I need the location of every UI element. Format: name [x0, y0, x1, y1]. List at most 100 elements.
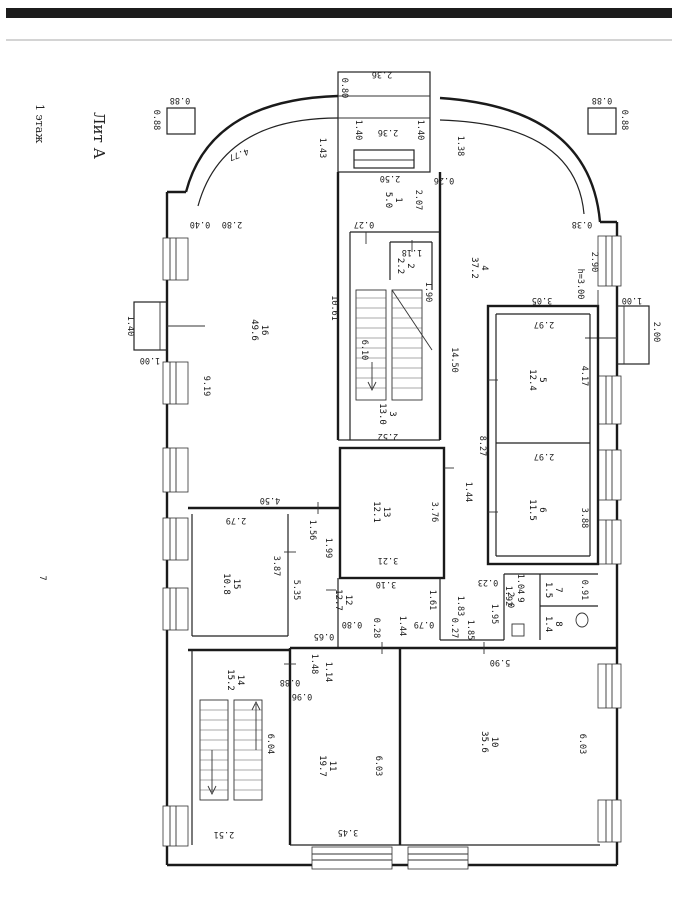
svg-text:0.26: 0.26 — [434, 175, 454, 185]
svg-text:0.28: 0.28 — [371, 618, 381, 638]
room-label-8: 8 1.4 — [543, 616, 563, 632]
svg-text:8: 8 — [553, 621, 563, 626]
svg-text:2.0: 2.0 — [505, 592, 515, 608]
svg-text:2.36: 2.36 — [372, 69, 392, 79]
svg-text:6.03: 6.03 — [577, 734, 587, 754]
svg-text:1.40: 1.40 — [125, 316, 135, 336]
room-label-3: 3 13.0 — [377, 403, 397, 425]
svg-text:6.04: 6.04 — [265, 734, 275, 754]
svg-text:2.36: 2.36 — [378, 127, 398, 137]
svg-text:1.38: 1.38 — [455, 136, 465, 156]
windows-left-wall — [162, 237, 189, 847]
svg-text:3.88: 3.88 — [579, 508, 589, 528]
left-bay-window — [133, 301, 205, 351]
room-label-9: 9 2.0 — [505, 592, 525, 608]
svg-text:0.38: 0.38 — [572, 219, 592, 229]
svg-text:12.4: 12.4 — [527, 369, 537, 391]
svg-text:1.48: 1.48 — [309, 654, 319, 674]
svg-text:2.2: 2.2 — [395, 258, 405, 274]
svg-text:2.97: 2.97 — [534, 451, 554, 461]
svg-text:9.19: 9.19 — [201, 376, 211, 396]
svg-text:37.2: 37.2 — [469, 257, 479, 279]
room-label-7: 7 1.5 — [543, 582, 563, 598]
dimension-labels: 2.36 0.80 1.40 2.36 1.40 0.88 0.88 0.88 … — [125, 69, 661, 839]
svg-text:1.56: 1.56 — [307, 520, 317, 540]
room-label-10: 10 35.6 — [479, 731, 499, 753]
svg-text:49.6: 49.6 — [249, 319, 259, 341]
svg-text:10.8: 10.8 — [221, 573, 231, 595]
svg-text:3.45: 3.45 — [338, 827, 358, 837]
svg-text:14: 14 — [235, 675, 245, 686]
svg-text:6: 6 — [537, 507, 547, 512]
room-label-2: 2 2.2 — [395, 258, 415, 274]
svg-text:1.40: 1.40 — [353, 120, 363, 140]
svg-text:19.7: 19.7 — [317, 755, 327, 777]
pillar-left — [166, 107, 196, 135]
svg-text:1.00: 1.00 — [622, 295, 642, 305]
svg-text:3.76: 3.76 — [429, 502, 439, 522]
svg-text:13: 13 — [381, 507, 391, 518]
svg-text:h=3.00: h=3.00 — [575, 269, 585, 300]
svg-text:11: 11 — [327, 761, 337, 772]
svg-text:2.51: 2.51 — [214, 829, 234, 839]
windows-bottom-wall — [311, 846, 469, 870]
room-label-11: 11 19.7 — [317, 755, 337, 777]
svg-text:16: 16 — [259, 325, 269, 336]
toilet-icon — [511, 612, 589, 637]
svg-text:2: 2 — [405, 263, 415, 268]
svg-text:0.27: 0.27 — [354, 219, 374, 229]
interior-walls — [188, 172, 617, 846]
svg-text:2.80: 2.80 — [222, 219, 242, 229]
room-label-5: 5 12.4 — [527, 369, 547, 391]
svg-text:1.00: 1.00 — [140, 355, 160, 365]
svg-text:3.21: 3.21 — [378, 555, 398, 565]
room-label-14: 14 15.2 — [225, 669, 245, 691]
svg-text:1.61: 1.61 — [427, 590, 437, 610]
svg-text:1.04: 1.04 — [515, 574, 525, 594]
floor-label: 1 этаж — [33, 104, 46, 143]
svg-text:2.00: 2.00 — [651, 322, 661, 342]
svg-text:0.27: 0.27 — [449, 618, 459, 638]
svg-text:35.6: 35.6 — [479, 731, 489, 753]
room-label-15: 15 10.8 — [221, 573, 241, 595]
svg-text:10: 10 — [489, 737, 499, 748]
svg-text:6.10: 6.10 — [359, 340, 369, 360]
svg-text:14.50: 14.50 — [449, 347, 459, 373]
letter-label: Лит А — [90, 112, 108, 160]
svg-text:1.5: 1.5 — [543, 582, 553, 598]
svg-text:4.77: 4.77 — [227, 146, 250, 162]
svg-text:0.88: 0.88 — [592, 95, 612, 105]
svg-text:1.44: 1.44 — [463, 482, 473, 502]
door-markers — [284, 232, 599, 665]
svg-text:0.96: 0.96 — [292, 691, 312, 701]
svg-text:1.44: 1.44 — [397, 616, 407, 636]
svg-text:1.90: 1.90 — [423, 282, 433, 302]
svg-text:1.85: 1.85 — [465, 620, 475, 640]
pillar-right — [587, 107, 617, 135]
svg-text:5.35: 5.35 — [291, 580, 301, 600]
svg-text:3.87: 3.87 — [271, 556, 281, 576]
svg-text:1.18: 1.18 — [402, 247, 422, 257]
svg-text:2.79: 2.79 — [226, 515, 246, 525]
svg-text:0.80: 0.80 — [339, 78, 349, 98]
svg-text:0.65: 0.65 — [314, 631, 334, 641]
svg-text:2.90: 2.90 — [589, 252, 599, 272]
svg-text:0.79: 0.79 — [414, 619, 434, 629]
svg-text:12.1: 12.1 — [371, 501, 381, 523]
svg-text:2.97: 2.97 — [534, 319, 554, 329]
svg-text:1.83: 1.83 — [455, 596, 465, 616]
svg-text:1.40: 1.40 — [415, 120, 425, 140]
room-label-1: 1 5.0 — [383, 192, 403, 208]
svg-text:3.05: 3.05 — [532, 295, 552, 305]
svg-text:1.4: 1.4 — [543, 616, 553, 632]
svg-text:0.88: 0.88 — [280, 677, 300, 687]
svg-text:13.0: 13.0 — [377, 403, 387, 425]
room-label-12: 12 12.7 — [333, 589, 353, 611]
svg-text:9: 9 — [515, 597, 525, 602]
stairs-lower-left — [199, 699, 263, 801]
svg-text:1.95: 1.95 — [489, 604, 499, 624]
svg-text:7: 7 — [553, 587, 563, 592]
svg-text:4: 4 — [479, 265, 489, 270]
svg-text:8.27: 8.27 — [477, 436, 487, 456]
svg-text:0.80: 0.80 — [342, 619, 362, 629]
